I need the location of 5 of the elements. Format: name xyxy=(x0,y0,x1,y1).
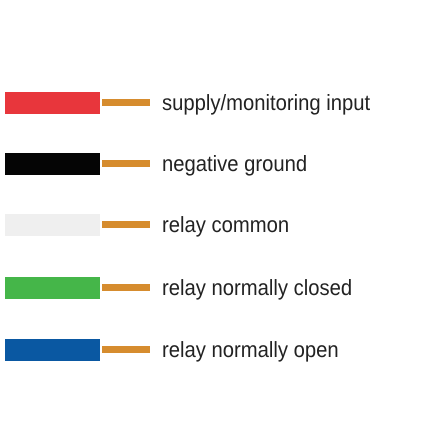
legend-text: relay normally closed xyxy=(162,275,352,301)
legend-text: negative ground xyxy=(162,151,308,177)
legend-text: relay normally open xyxy=(162,337,339,363)
legend-text: supply/monitoring input xyxy=(162,90,370,116)
legend-text: relay common xyxy=(162,212,290,238)
